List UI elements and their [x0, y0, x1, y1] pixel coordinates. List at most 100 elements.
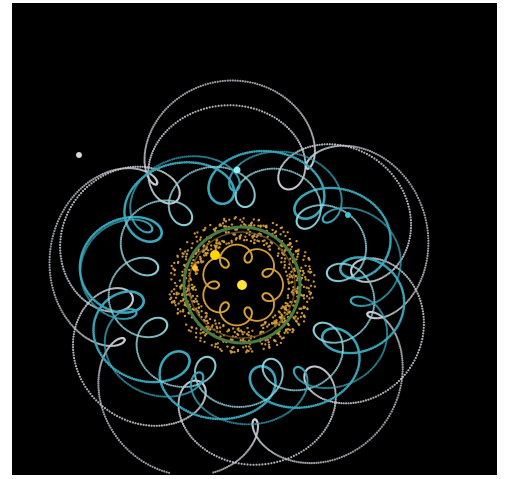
outer-trail-dot [99, 363, 102, 366]
outer-trail-dot [123, 418, 126, 421]
outer-trail-dot [147, 463, 150, 466]
inner-trail-dot [227, 404, 230, 407]
inner-trail-dot [260, 169, 263, 172]
inner-trail-dot [292, 151, 295, 155]
outer-trail-dot [177, 400, 180, 403]
inner-trail-dot [335, 394, 339, 398]
outer-trail-dot [63, 218, 66, 222]
inner-trail-dot [379, 356, 382, 359]
outer-trail-dot [373, 157, 376, 160]
inner-trail-dot [206, 416, 210, 420]
inner-trail-dot [347, 206, 350, 210]
inner-trail-dot [319, 205, 322, 208]
inner-trail-dot [166, 159, 170, 162]
inner-trail-dot [344, 188, 347, 192]
inner-trail-dot [323, 204, 326, 207]
outer-trail-dot [99, 176, 102, 179]
outer-trail-dot [338, 401, 341, 405]
inner-trail-dot [328, 376, 331, 379]
inner-trail-dot [366, 322, 369, 325]
inner-trail-dot [360, 376, 363, 379]
outer-trail-dot [149, 131, 152, 134]
outer-trail-dot [343, 455, 346, 458]
inner-trail-dot [222, 166, 225, 169]
inner-trail-dot [402, 309, 405, 313]
outer-trail-dot [249, 463, 252, 466]
outer-trail-dot [94, 176, 97, 179]
outer-trail-dot [168, 127, 171, 130]
outer-trail-dot [354, 145, 357, 148]
outer-trail-dot [74, 328, 77, 331]
inner-trail-dot [85, 293, 88, 296]
outer-trail-dot [71, 346, 75, 349]
outer-trail-dot [332, 411, 335, 414]
outer-trail-dot [332, 383, 335, 386]
asteroid-dot [266, 338, 270, 341]
outer-trail-dot [426, 257, 429, 260]
outer-trail-dot [352, 147, 355, 150]
outer-trail-dot [404, 274, 407, 277]
outer-trail-dot [49, 250, 52, 253]
asteroid-dot [303, 254, 306, 258]
outer-trail-dot [150, 167, 153, 170]
outer-trail-dot [134, 422, 137, 425]
outer-trail-dot [192, 438, 195, 441]
outer-trail-dot [62, 268, 65, 271]
outer-trail-dot [59, 215, 62, 218]
inner-trail-dot [147, 392, 150, 396]
outer-trail-dot [149, 464, 152, 467]
outer-trail-dot [316, 144, 319, 147]
outer-trail-dot [117, 439, 120, 442]
outer-trail-dot [338, 456, 341, 459]
outer-trail-dot [422, 209, 425, 212]
outer-trail-dot [155, 424, 158, 427]
outer-trail-dot [278, 119, 281, 122]
inner-trail-dot [111, 367, 114, 370]
outer-trail-dot [147, 163, 151, 166]
inner-trail-dot [298, 174, 301, 177]
asteroid-dot [302, 320, 306, 323]
inner-trail-dot [398, 248, 401, 251]
outer-trail-dot [141, 165, 144, 168]
inner-trail-dot [279, 150, 282, 153]
outer-trail-dot [156, 141, 159, 144]
inner-trail-dot [329, 398, 333, 401]
outer-trail-dot [67, 211, 70, 214]
inner-trail-dot [248, 150, 252, 154]
outer-trail-dot [81, 380, 84, 383]
outer-trail-dot [93, 397, 96, 400]
asteroid-dot [172, 267, 175, 270]
outer-trail-dot [59, 238, 62, 241]
inner-trail-dot [307, 405, 311, 409]
inner-trail-dot [296, 158, 300, 161]
outer-trail-dot [232, 462, 236, 465]
inner-trail-dot [113, 274, 116, 277]
inner-trail-dot [140, 206, 143, 209]
outer-trail-dot [111, 169, 114, 172]
inner-trail-dot [105, 352, 108, 355]
inner-trail-dot [284, 413, 287, 416]
outer-trail-dot [309, 145, 312, 148]
inner-trail-dot [125, 221, 128, 224]
outer-trail-dot [84, 187, 87, 191]
inner-trail-dot [266, 151, 269, 154]
inner-trail-dot [103, 342, 106, 345]
outer-trail-dot [77, 293, 80, 296]
inner-trail-dot [95, 234, 98, 237]
outer-trail-dot [291, 459, 294, 463]
outer-trail-dot [273, 461, 276, 464]
inner-trail-dot [358, 193, 362, 197]
inner-trail-dot [202, 415, 205, 419]
inner-trail-dot [103, 340, 106, 343]
inner-trail-dot [170, 384, 173, 387]
outer-trail-dot [220, 468, 223, 471]
outer-trail-dot [401, 370, 404, 373]
outer-trail-dot [72, 335, 75, 338]
inner-trail-dot [287, 151, 290, 154]
asteroid-dot [262, 330, 265, 334]
inner-trail-dot [123, 225, 126, 228]
outer-trail-dot [73, 330, 76, 333]
outer-trail-dot [390, 172, 393, 175]
outer-trail-dot [401, 366, 404, 369]
inner-trail-dot [316, 386, 319, 389]
